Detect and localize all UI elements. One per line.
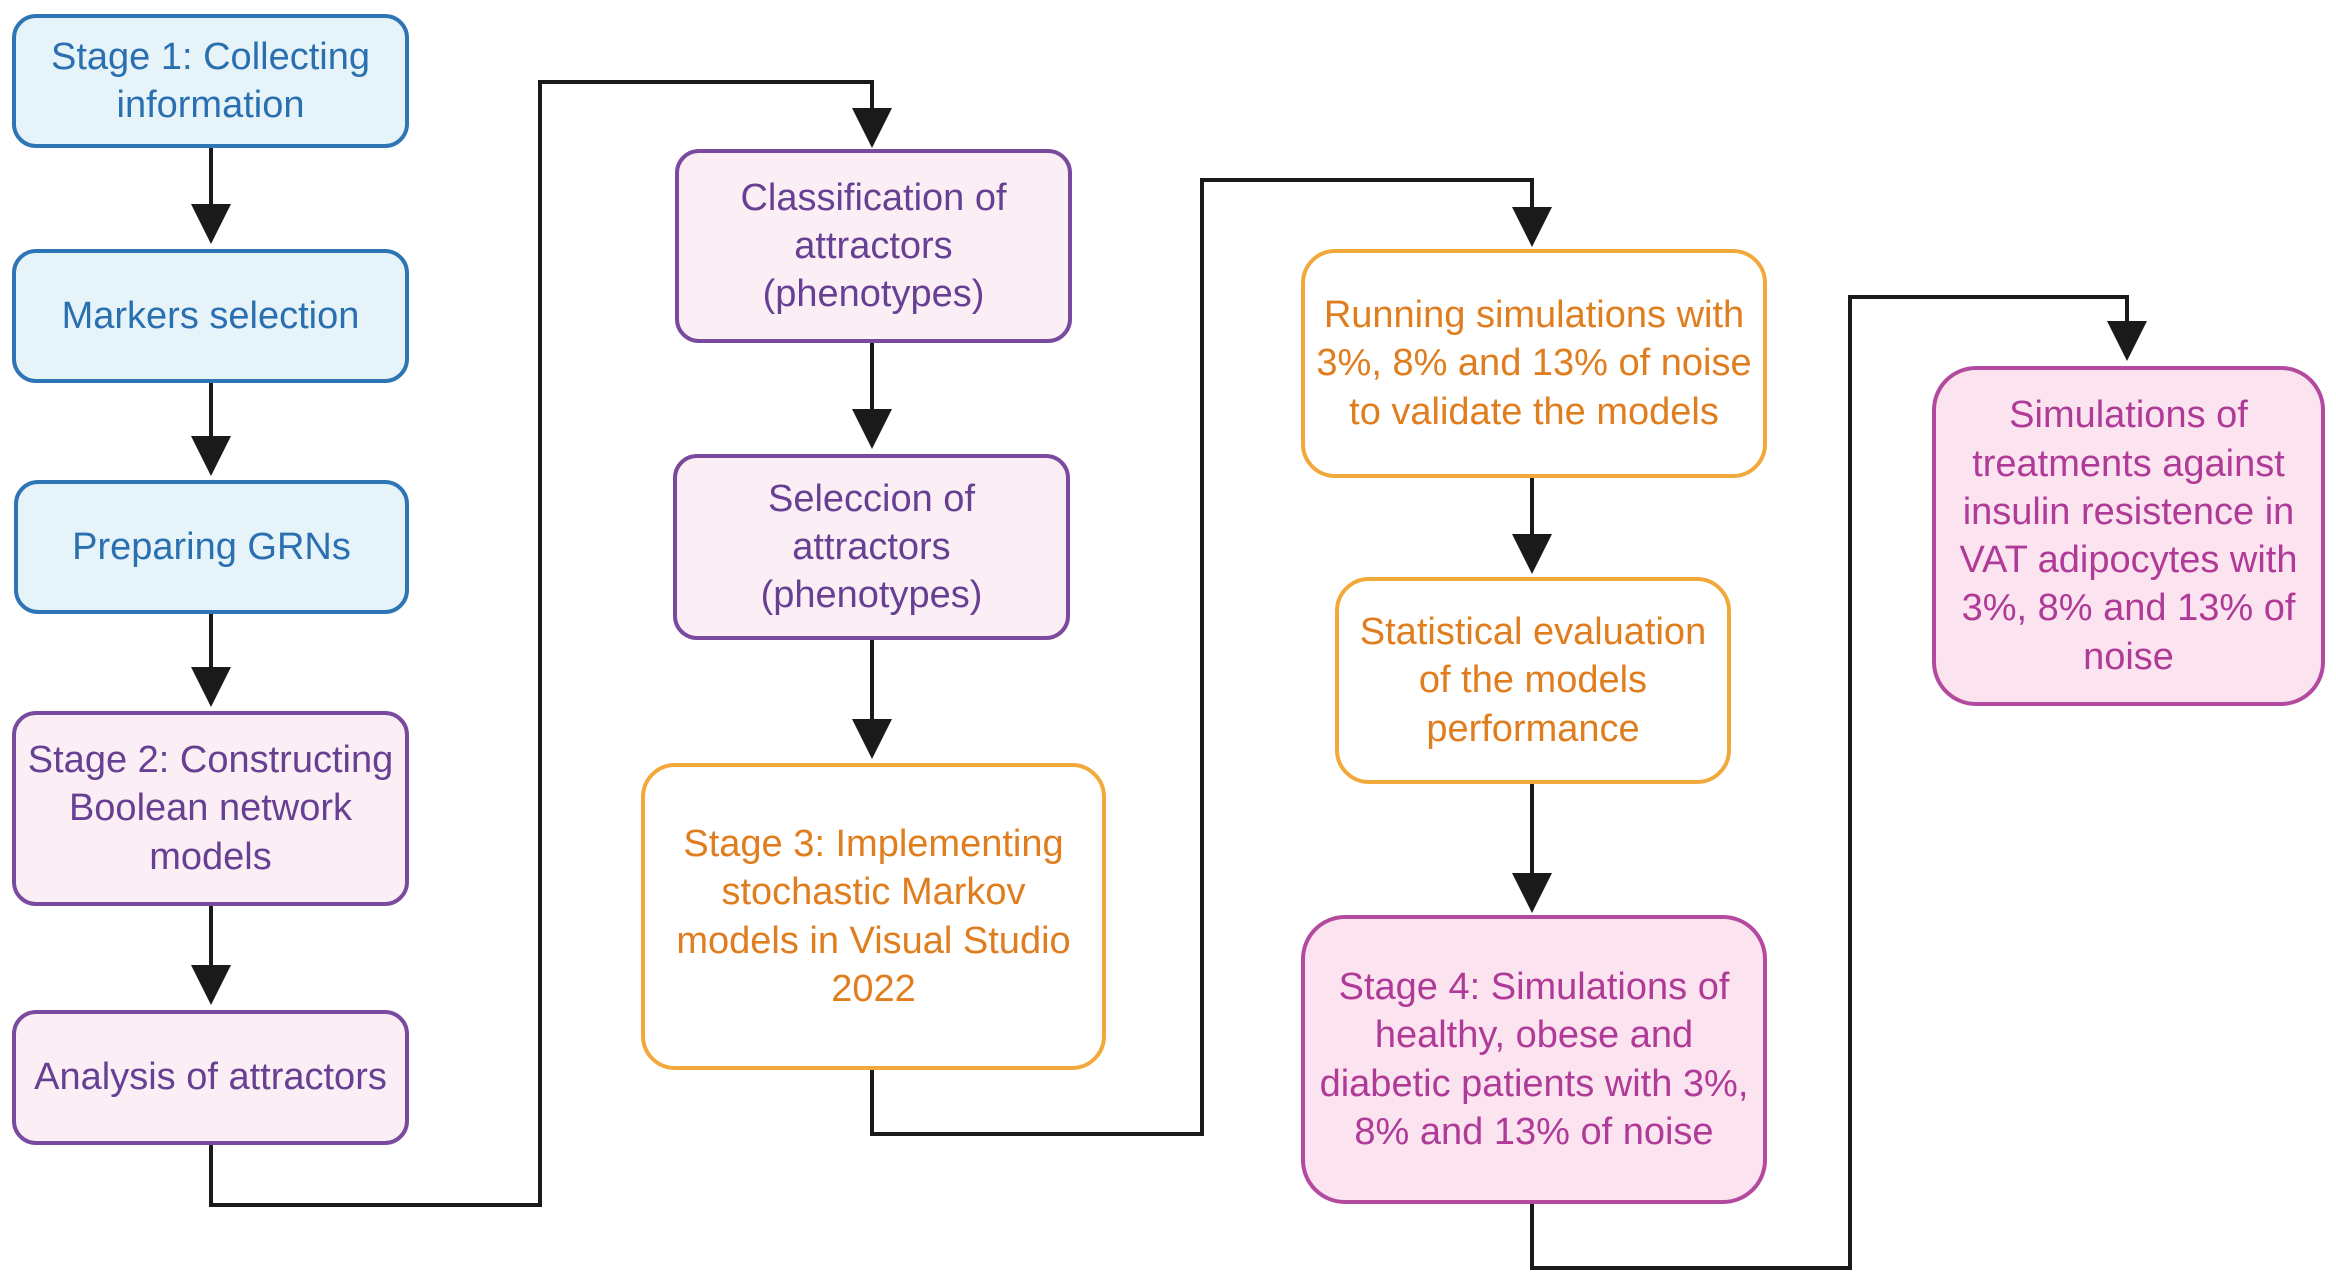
node-label: Analysis of attractors — [34, 1056, 387, 1099]
node-stage3-markov-models: Stage 3: Implementing stochastic Markov … — [641, 763, 1106, 1070]
node-analysis-of-attractors: Analysis of attractors — [12, 1010, 409, 1145]
arrow-stage3-to-running — [870, 178, 1552, 1136]
node-stage4-simulations-patients: Stage 4: Simulations of healthy, obese a… — [1301, 915, 1767, 1204]
node-preparing-grns: Preparing GRNs — [14, 480, 409, 614]
node-label: Stage 3: Implementing stochastic Markov … — [676, 823, 1071, 1010]
node-simulations-of-treatments: Simulations of treatments against insuli… — [1932, 366, 2325, 706]
node-classification-of-attractors: Classification of attractors (phenotypes… — [675, 149, 1072, 343]
node-label: Classification of attractors (phenotypes… — [740, 176, 1007, 316]
node-seleccion-of-attractors: Seleccion of attractors (phenotypes) — [673, 454, 1070, 640]
node-running-simulations: Running simulations with 3%, 8% and 13% … — [1301, 249, 1767, 478]
node-label: Stage 2: Constructing Boolean network mo… — [27, 739, 394, 878]
node-label: Running simulations with 3%, 8% and 13% … — [1316, 294, 1752, 433]
node-label: Preparing GRNs — [72, 525, 351, 568]
node-stage2-constructing-boolean-models: Stage 2: Constructing Boolean network mo… — [12, 711, 409, 906]
arrow-stage4-to-treatments — [1530, 295, 2147, 1270]
node-label: Markers selection — [61, 294, 360, 337]
node-label: Statistical evaluation of the models per… — [1359, 611, 1707, 750]
node-statistical-evaluation: Statistical evaluation of the models per… — [1335, 577, 1731, 784]
node-markers-selection: Markers selection — [12, 249, 409, 383]
node-stage1-collecting-information: Stage 1: Collecting information — [12, 14, 409, 148]
node-label: Stage 4: Simulations of healthy, obese a… — [1319, 966, 1749, 1153]
arrow-analysis-to-classification — [209, 80, 892, 1207]
node-label: Simulations of treatments against insuli… — [1959, 394, 2298, 678]
node-label: Seleccion of attractors (phenotypes) — [760, 477, 983, 617]
node-label: Stage 1: Collecting information — [51, 35, 370, 126]
